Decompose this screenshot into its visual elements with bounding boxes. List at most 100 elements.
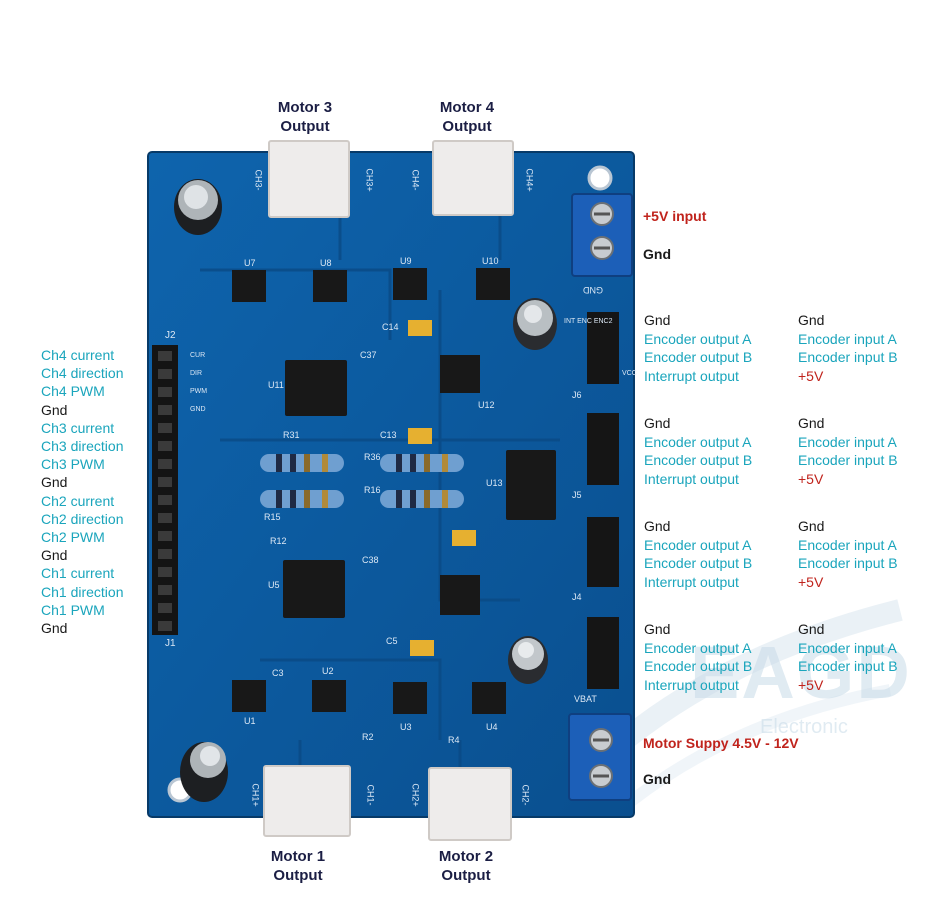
ic-u6 [440, 575, 480, 615]
encoder-label: Encoder input A [798, 639, 897, 656]
silk-vcc: VCC [622, 370, 637, 377]
motor1-connector [263, 765, 351, 837]
encoder-block-1-right: Gnd Encoder input A Encoder input B +5V [798, 311, 898, 385]
tantalum-cap-2 [408, 428, 432, 444]
encoder-header-j5 [587, 413, 619, 485]
silk-ch2-minus: CH2- [520, 784, 531, 806]
silk-r15: R15 [264, 512, 281, 522]
encoder-label: Encoder output B [644, 349, 753, 365]
silk-pin-cur: CUR [190, 352, 206, 359]
motor1-title: Motor 1 [270, 848, 326, 865]
power-input-gnd: Gnd [643, 246, 671, 262]
pin-header-j2 [152, 345, 178, 635]
encoder-label: +5V [798, 367, 824, 384]
capacitor-mid-right [513, 298, 557, 350]
resistors [260, 454, 464, 508]
silk-u10: U10 [482, 256, 499, 266]
tantalum-cap-1 [408, 320, 432, 336]
pin-label: Ch1 direction [41, 583, 124, 600]
silk-u2: U2 [322, 666, 334, 676]
encoder-label: Encoder output A [644, 330, 752, 347]
capacitor-low-right [508, 636, 548, 684]
encoder-label: Encoder output A [644, 433, 752, 450]
pin-label: Ch3 current [41, 419, 115, 436]
pin-label: Ch2 direction [41, 510, 124, 527]
ic-u3 [393, 682, 427, 714]
silk-gnd: GND [583, 285, 603, 295]
encoder-label: Gnd [644, 312, 671, 328]
encoder-label: +5V [798, 573, 824, 590]
screw-terminal-motor-supply [568, 713, 632, 801]
silk-r16: R16 [364, 485, 381, 495]
silk-u1: U1 [244, 716, 256, 726]
ic-u9 [393, 268, 427, 300]
silk-ch3-minus: CH3- [253, 169, 264, 191]
silk-r31: R31 [283, 430, 300, 440]
motor4-subtitle: Output [442, 118, 492, 135]
silk-r36: R36 [364, 452, 381, 462]
silk-j6: J6 [572, 390, 582, 400]
encoder-label: +5V [798, 470, 824, 487]
silk-ch2-plus: CH2+ [410, 783, 421, 807]
motor1-label: Motor 1 Output [243, 847, 353, 885]
ic-u1 [232, 680, 266, 712]
silk-u5: U5 [268, 580, 280, 590]
ic-u8 [313, 270, 347, 302]
capacitor-bottom-left [180, 742, 228, 802]
encoder-label: Gnd [798, 312, 825, 328]
encoder-label: Gnd [798, 415, 825, 431]
pin-label: Ch1 current [41, 565, 115, 582]
motor2-connector [428, 767, 512, 841]
ic-u4 [472, 682, 506, 714]
encoder-header-j6 [587, 312, 619, 384]
silk-ch1-minus: CH1- [365, 784, 376, 806]
motor4-label: Motor 4 Output [412, 98, 522, 136]
motor3-title: Motor 3 [277, 99, 333, 116]
ic-u7 [232, 270, 266, 302]
silk-u11: U11 [268, 380, 284, 390]
encoder-label: Gnd [644, 518, 671, 534]
silk-r12: R12 [270, 536, 287, 546]
encoder-block-1-left: Gnd Encoder output A Encoder output B In… [644, 311, 752, 385]
silk-u8: U8 [320, 258, 332, 268]
silk-ch1-plus: CH1+ [250, 783, 261, 807]
silk-ch4-plus: CH4+ [524, 168, 535, 192]
encoder-block-3-left: Gnd Encoder output A Encoder output B In… [644, 517, 752, 591]
motor3-subtitle: Output [280, 118, 330, 135]
motor4-title: Motor 4 [439, 99, 495, 116]
pin-label: Ch3 PWM [41, 456, 105, 473]
tantalum-cap-3 [452, 530, 476, 546]
encoder-label: Encoder input B [798, 658, 898, 674]
encoder-block-4-right: Gnd Encoder input A Encoder input B +5V [798, 620, 898, 694]
pin-label: Ch2 PWM [41, 529, 105, 546]
pin-label: Gnd [41, 474, 68, 491]
pin-label: Gnd [41, 620, 68, 637]
ic-u10 [476, 268, 510, 300]
capacitor-top-left [174, 179, 222, 235]
power-input-label: +5V input [643, 208, 707, 224]
silk-vbat: VBAT [574, 694, 597, 704]
silk-j5: J5 [572, 490, 582, 500]
encoder-header-j4 [587, 517, 619, 587]
encoder-label: +5V [798, 676, 824, 693]
left-pin-list: Ch4 current Ch4 direction Ch4 PWM Gnd Ch… [41, 346, 124, 637]
silk-u7: U7 [244, 258, 256, 268]
encoder-label: Encoder input B [798, 555, 898, 571]
silk-c14: C14 [382, 322, 399, 332]
silk-pin-pwm: PWM [190, 388, 208, 395]
motor2-title: Motor 2 [438, 848, 494, 865]
encoder-label: Encoder output B [644, 658, 753, 674]
encoder-label: Encoder output B [644, 452, 753, 468]
silk-u3: U3 [400, 722, 412, 732]
silk-ch3-plus: CH3+ [364, 168, 375, 192]
encoder-label: Encoder output A [644, 536, 752, 553]
encoder-block-2-right: Gnd Encoder input A Encoder input B +5V [798, 414, 898, 488]
encoder-label: Gnd [644, 415, 671, 431]
encoder-label: Encoder input A [798, 330, 897, 347]
motor-supply-label: Motor Suppy 4.5V - 12V [643, 735, 799, 751]
encoder-label: Encoder input A [798, 536, 897, 553]
silk-c37: C37 [360, 350, 377, 360]
silk-u12: U12 [478, 400, 495, 410]
encoder-label: Interrupt output [644, 367, 739, 384]
ic-u12 [440, 355, 480, 393]
